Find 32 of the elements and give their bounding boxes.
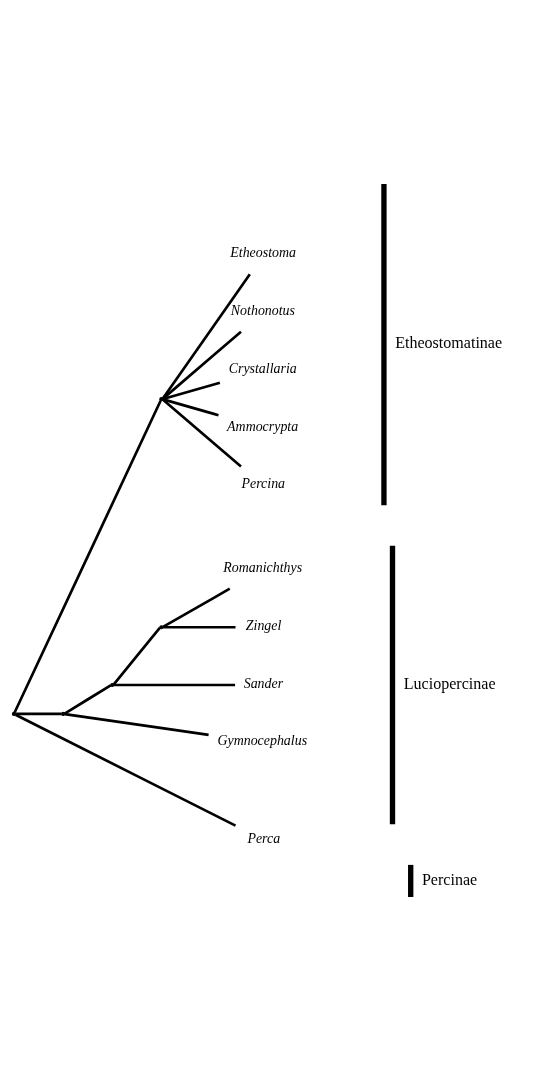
connector	[162, 380, 221, 400]
connector	[162, 398, 242, 468]
node-text: Crystallaria	[228, 360, 297, 376]
label: Etheostomatinae	[395, 333, 503, 351]
node-point	[159, 624, 164, 629]
connector	[162, 587, 231, 628]
connector	[113, 683, 236, 686]
connector	[64, 712, 209, 736]
connector	[161, 272, 251, 399]
node-text: Nothonotus	[230, 302, 295, 318]
node-text: Sander	[243, 675, 284, 691]
node-text: Gymnocephalus	[217, 732, 308, 748]
connector	[112, 626, 161, 685]
node-text: Romanichthys	[223, 559, 303, 575]
node-point	[159, 396, 164, 401]
connector	[163, 625, 236, 629]
node-text: Percina	[241, 475, 286, 491]
label: Percinae	[421, 870, 478, 888]
label: Luciopercinae	[403, 674, 496, 692]
node-point	[110, 682, 115, 687]
node-point	[11, 711, 17, 716]
connector	[162, 397, 219, 416]
connector	[63, 683, 112, 715]
node-point	[61, 711, 66, 716]
node-text: Perca	[247, 830, 281, 846]
connector	[162, 330, 242, 400]
node-text: Zingel	[245, 617, 282, 633]
connector	[13, 399, 162, 713]
node-text: Ammocrypta	[227, 418, 299, 434]
node-text: Etheostoma	[230, 244, 296, 260]
connector	[15, 712, 62, 715]
connector	[14, 713, 237, 827]
